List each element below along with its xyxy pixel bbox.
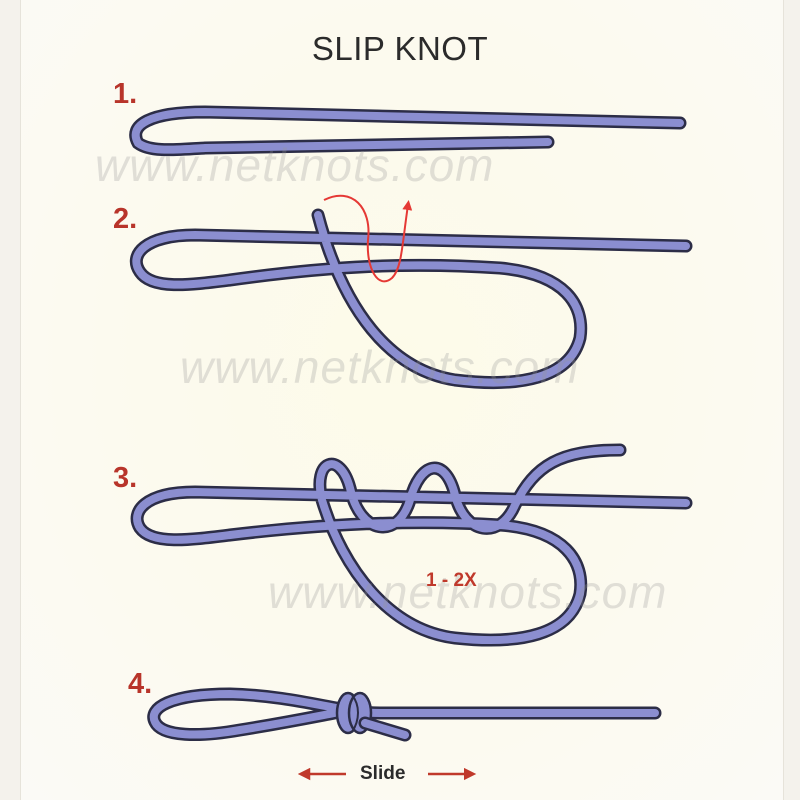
diagram-background: [20, 0, 784, 800]
step-3-rope: [130, 443, 693, 647]
step-2-rope: [129, 208, 693, 390]
step-1-rope: [129, 105, 687, 157]
page-title: SLIP KNOT: [311, 30, 489, 67]
step-number-4: 4.: [128, 668, 153, 700]
step-number-3: 3.: [113, 462, 138, 494]
slide-label: Slide: [360, 763, 406, 784]
step-number-1: 1.: [113, 78, 138, 110]
wraps-count-label: 1 - 2X: [426, 570, 477, 591]
watermark-2: www.netknots.com: [180, 341, 580, 393]
step-2-arrow-icon: [323, 194, 413, 283]
step-number-2: 2.: [113, 203, 138, 235]
watermark-3: www.netknots.com: [268, 566, 668, 618]
step-4-rope: [147, 687, 662, 742]
watermark-1: www.netknots.com: [95, 139, 495, 191]
